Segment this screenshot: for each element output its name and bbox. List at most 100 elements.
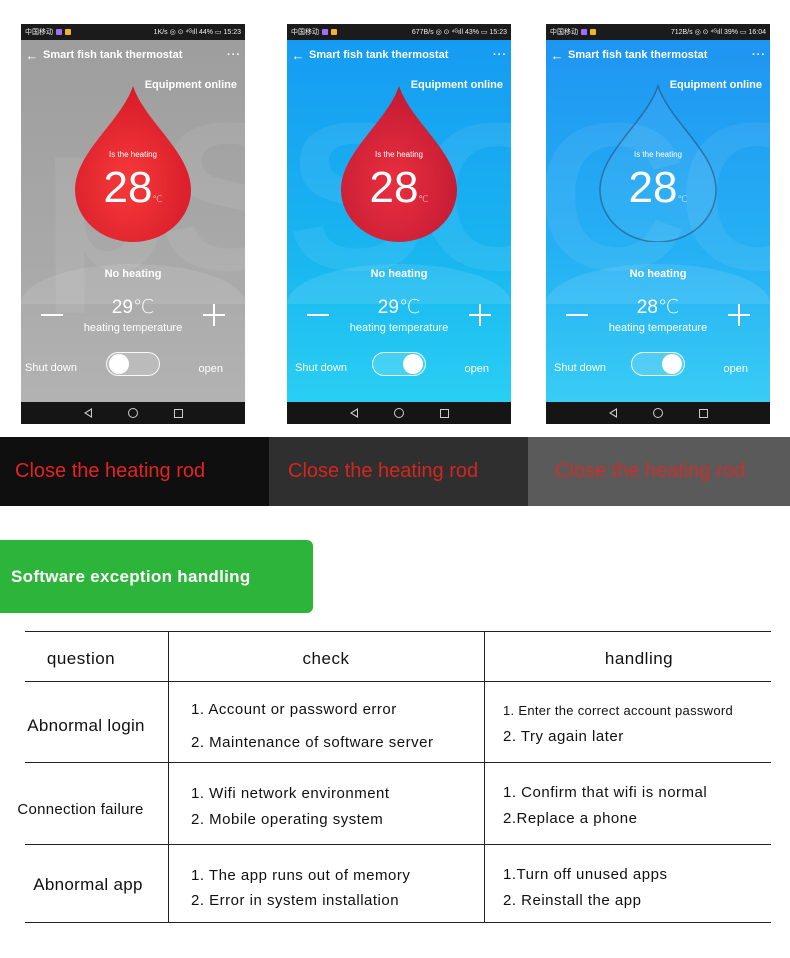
section-badge: Software exception handling bbox=[0, 540, 313, 613]
back-arrow-icon[interactable]: ← bbox=[291, 47, 305, 63]
nav-recents-icon[interactable] bbox=[439, 408, 449, 418]
shut-down-label: Shut down bbox=[295, 362, 347, 374]
carrier-label: 中国移动 bbox=[291, 29, 319, 36]
toggle-knob bbox=[662, 354, 682, 374]
nav-home-icon[interactable] bbox=[393, 408, 404, 418]
app-bar: ← Smart fish tank thermostat ··· bbox=[21, 44, 245, 66]
red-drop-icon bbox=[341, 86, 457, 242]
nav-recents-icon[interactable] bbox=[173, 408, 183, 418]
open-label: open bbox=[723, 363, 748, 375]
heating-label: Is the heating bbox=[374, 150, 424, 159]
status-bar: 中国移动 1K/s ◎ ⊙ ⁴ᴳıll 44% ▭ 15:23 bbox=[21, 24, 245, 40]
heating-label: Is the heating bbox=[633, 150, 683, 159]
row-check-line: 1. The app runs out of memory bbox=[191, 867, 411, 884]
current-temperature: 28℃ bbox=[628, 163, 688, 212]
phone-screen-grey: pS 中国移动 1K/s ◎ ⊙ ⁴ᴳıll 44% ▭ 15:23 ← Sma… bbox=[21, 24, 245, 424]
row-handling-line: 1. Enter the correct account password bbox=[503, 703, 734, 718]
android-nav-bar bbox=[546, 402, 770, 424]
power-toggle[interactable] bbox=[106, 352, 160, 376]
toggle-knob bbox=[109, 354, 129, 374]
carrier-label: 中国移动 bbox=[25, 29, 53, 36]
row-check-line: 2. Mobile operating system bbox=[191, 811, 384, 828]
app-title: Smart fish tank thermostat bbox=[568, 49, 708, 61]
increase-temp-button[interactable] bbox=[728, 304, 750, 326]
open-label: open bbox=[198, 363, 223, 375]
shut-down-label: Shut down bbox=[25, 362, 77, 374]
red-drop-icon bbox=[75, 86, 191, 242]
temperature-control: 29℃ heating temperature bbox=[287, 296, 511, 336]
increase-temp-button[interactable] bbox=[203, 304, 225, 326]
carrier-label: 中国移动 bbox=[550, 29, 578, 36]
table-rule bbox=[25, 762, 771, 763]
set-temperature: 29℃ bbox=[111, 297, 155, 318]
app-notification-icon bbox=[322, 29, 328, 35]
nav-back-icon[interactable] bbox=[83, 408, 92, 418]
back-arrow-icon[interactable]: ← bbox=[550, 47, 564, 63]
more-options-icon[interactable]: ··· bbox=[227, 49, 241, 61]
heating-state: No heating bbox=[629, 268, 687, 280]
nav-back-icon[interactable] bbox=[349, 408, 358, 418]
header-check: check bbox=[302, 649, 350, 668]
back-arrow-icon[interactable]: ← bbox=[25, 47, 39, 63]
app-title: Smart fish tank thermostat bbox=[309, 49, 449, 61]
decrease-temp-button[interactable] bbox=[307, 314, 329, 316]
power-toggle[interactable] bbox=[631, 352, 685, 376]
table-rule bbox=[25, 681, 771, 682]
table-column-rule bbox=[168, 631, 169, 922]
status-indicators: 712B/s ◎ ⊙ ⁴ᴳıll 39% ▭ 16:04 bbox=[670, 29, 766, 36]
app-notification-icon bbox=[590, 29, 596, 35]
close-heating-rod-caption: Close the heating rod bbox=[528, 437, 790, 506]
android-nav-bar bbox=[287, 402, 511, 424]
row-check-line: 1. Wifi network environment bbox=[191, 785, 390, 802]
status-bar: 中国移动 712B/s ◎ ⊙ ⁴ᴳıll 39% ▭ 16:04 bbox=[546, 24, 770, 40]
power-toggle[interactable] bbox=[372, 352, 426, 376]
row-handling-line: 2. Try again later bbox=[503, 728, 624, 745]
app-notification-icon bbox=[56, 29, 62, 35]
nav-back-icon[interactable] bbox=[608, 408, 617, 418]
shut-down-label: Shut down bbox=[554, 362, 606, 374]
temperature-drop: Is the heating 28℃ bbox=[71, 82, 195, 242]
close-heating-rod-caption: Close the heating rod bbox=[0, 437, 269, 506]
current-temperature: 28℃ bbox=[103, 163, 163, 212]
set-temperature-label: heating temperature bbox=[349, 322, 449, 334]
app-notification-icon bbox=[581, 29, 587, 35]
temperature-drop: Is the heating 28℃ bbox=[596, 82, 720, 243]
row-handling-line: 2.Replace a phone bbox=[503, 810, 638, 827]
set-temperature: 29℃ bbox=[377, 297, 421, 318]
temperature-drop: Is the heating 28℃ bbox=[337, 82, 461, 242]
nav-home-icon[interactable] bbox=[127, 408, 138, 418]
outline-drop-icon bbox=[599, 83, 717, 243]
row-check-line: 2. Error in system installation bbox=[191, 892, 400, 909]
row-handling-line: 1.Turn off unused apps bbox=[503, 866, 668, 883]
decrease-temp-button[interactable] bbox=[566, 314, 588, 316]
heating-state: No heating bbox=[370, 268, 428, 280]
row-question: Abnormal app bbox=[33, 875, 143, 894]
app-bar: ← Smart fish tank thermostat ··· bbox=[287, 44, 511, 66]
app-notification-icon bbox=[331, 29, 337, 35]
decrease-temp-button[interactable] bbox=[41, 314, 63, 316]
row-question: Connection failure bbox=[17, 801, 144, 818]
more-options-icon[interactable]: ··· bbox=[493, 49, 507, 61]
nav-home-icon[interactable] bbox=[652, 408, 663, 418]
header-question: question bbox=[46, 649, 116, 668]
app-notification-icon bbox=[65, 29, 71, 35]
set-temperature-label: heating temperature bbox=[83, 322, 183, 334]
table-rule bbox=[25, 844, 771, 845]
temperature-control: 29℃ heating temperature bbox=[21, 296, 245, 336]
more-options-icon[interactable]: ··· bbox=[752, 49, 766, 61]
toggle-knob bbox=[403, 354, 423, 374]
status-bar: 中国移动 677B/s ◎ ⊙ ⁴ᴳıll 43% ▭ 15:23 bbox=[287, 24, 511, 40]
open-label: open bbox=[464, 363, 489, 375]
nav-recents-icon[interactable] bbox=[698, 408, 708, 418]
status-indicators: 677B/s ◎ ⊙ ⁴ᴳıll 43% ▭ 15:23 bbox=[411, 29, 507, 36]
equipment-status: Equipment online bbox=[410, 79, 503, 91]
table-rule bbox=[25, 922, 771, 923]
table-column-rule bbox=[484, 631, 485, 922]
row-handling-line: 1. Confirm that wifi is normal bbox=[503, 784, 708, 801]
equipment-status: Equipment online bbox=[669, 79, 762, 91]
equipment-status: Equipment online bbox=[144, 79, 237, 91]
app-bar: ← Smart fish tank thermostat ··· bbox=[546, 44, 770, 66]
watermark-decoration: CC bbox=[546, 92, 770, 302]
increase-temp-button[interactable] bbox=[469, 304, 491, 326]
